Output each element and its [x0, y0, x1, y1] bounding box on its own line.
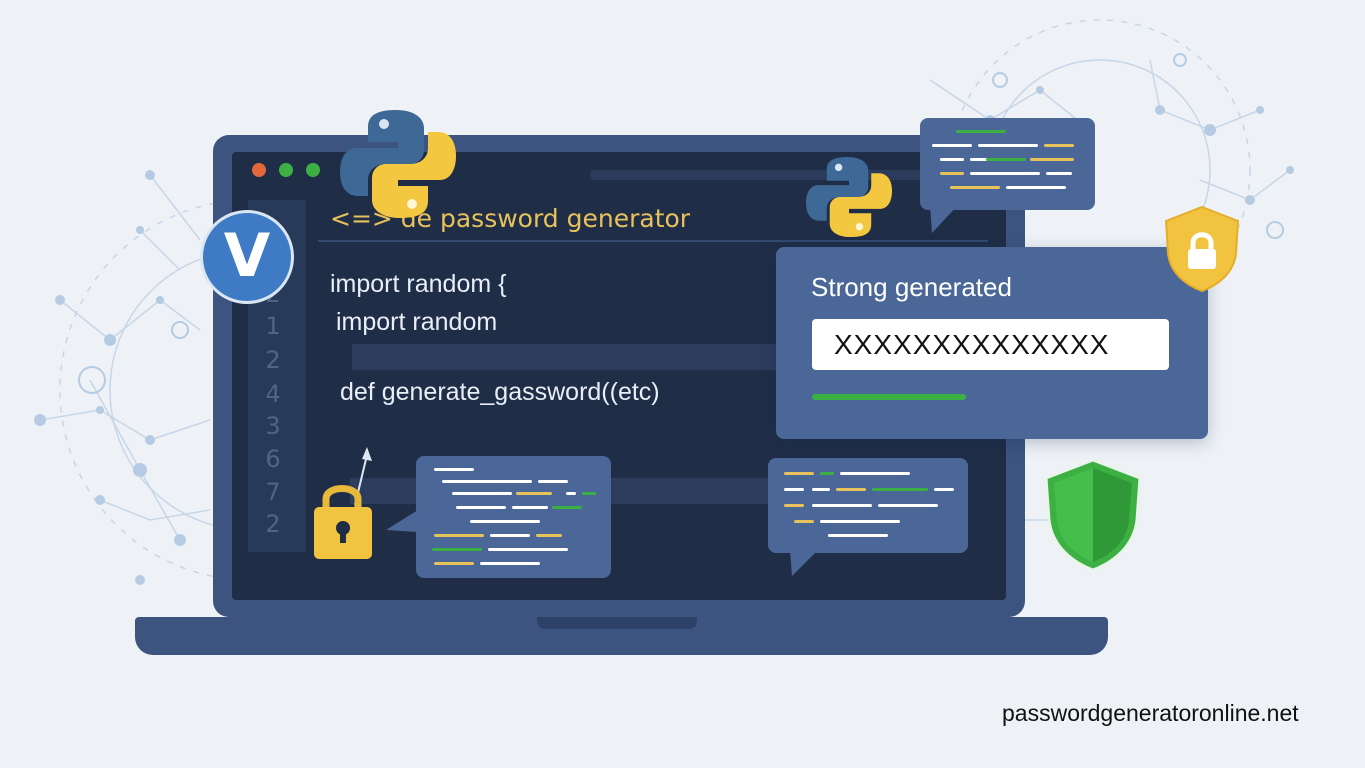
bubble-tail [386, 510, 418, 532]
password-strength-bar [812, 394, 966, 400]
line-number: 3 [265, 412, 281, 440]
code-highlight-band [352, 344, 782, 370]
app-logo-badge: V [200, 210, 294, 304]
code-line[interactable]: def generate_gassword((etc) [340, 378, 660, 406]
password-card-title: Strong generated [811, 272, 1012, 302]
minimize-window-button[interactable] [279, 163, 293, 177]
python-logo-icon [340, 110, 456, 218]
shield-lock-icon [1164, 205, 1240, 293]
site-url-caption: passwordgeneratoronline.net [1002, 700, 1299, 726]
lock-icon [314, 447, 372, 559]
bubble-tail [930, 205, 958, 233]
laptop-notch [537, 617, 697, 629]
line-number: 1 [265, 312, 281, 340]
bubble-tail [790, 550, 818, 576]
logo-letter: V [223, 221, 271, 291]
code-line[interactable]: import random { [330, 270, 507, 298]
line-number: 4 [265, 380, 281, 408]
python-logo-icon [806, 156, 892, 238]
code-line[interactable]: import random [336, 308, 498, 336]
title-bar [590, 170, 970, 180]
code-snippet-bubble [416, 456, 611, 578]
line-number: 6 [265, 445, 281, 473]
maximize-window-button[interactable] [306, 163, 320, 177]
shield-check-icon [1044, 458, 1142, 572]
close-window-button[interactable] [252, 163, 266, 177]
header-divider [318, 240, 988, 242]
line-number: 2 [265, 346, 281, 374]
code-snippet-bubble [768, 458, 968, 553]
code-snippet-bubble [920, 118, 1095, 210]
generated-password-field[interactable] [812, 319, 1169, 370]
line-number: 7 [265, 478, 281, 506]
line-number: 2 [265, 510, 281, 538]
